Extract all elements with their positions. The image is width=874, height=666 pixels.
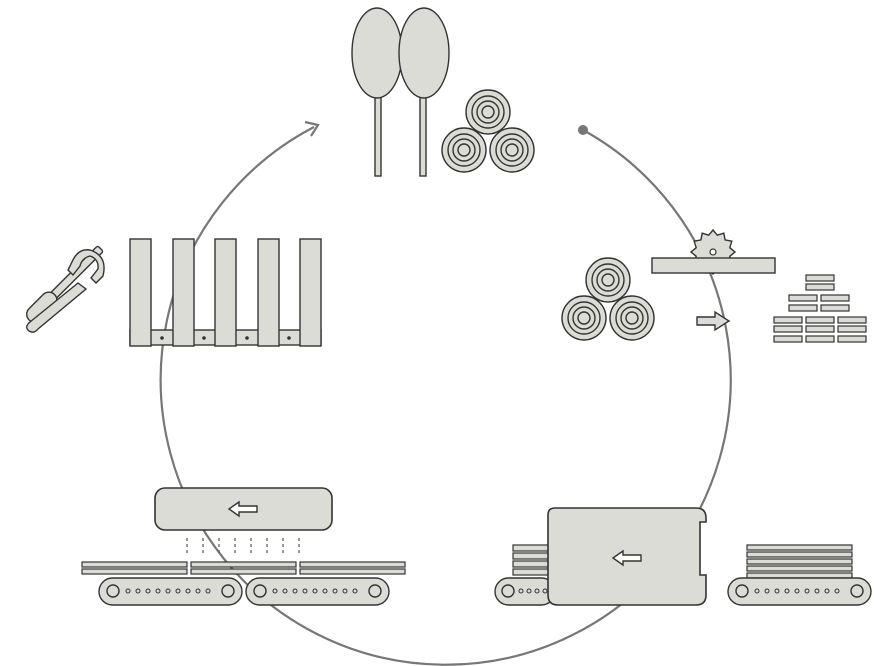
stage-fence-assembly: [26, 238, 322, 347]
stage-sawmill: [562, 228, 867, 343]
wrench-icon: [26, 249, 105, 333]
picket-fence-icon: [129, 238, 322, 347]
stage-trees-and-logs: [351, 7, 534, 177]
stage-gluing-press: [81, 487, 406, 606]
board-strips-icon: [81, 561, 406, 575]
board-stack-icon: [746, 544, 853, 579]
glue-drips: [186, 538, 300, 556]
arrow-right-icon: [696, 310, 731, 332]
stage-drying-kiln: [494, 507, 872, 606]
circular-saw-icon: [651, 228, 776, 276]
log-pile-icon: [562, 258, 654, 340]
tree-icon: [398, 7, 450, 177]
tree-icon: [351, 7, 403, 177]
log-pile-icon: [442, 90, 534, 172]
conveyor-icon: [245, 577, 390, 606]
conveyor-icon: [494, 577, 556, 606]
board-stack-icon: [512, 544, 554, 576]
conveyor-icon: [98, 577, 243, 606]
arrow-head-icon: [304, 120, 320, 137]
lumber-stack-icon: [773, 274, 867, 343]
dot-icon: [578, 125, 588, 135]
kiln-icon: [547, 507, 707, 606]
press-icon: [154, 487, 333, 531]
conveyor-icon: [727, 577, 872, 606]
